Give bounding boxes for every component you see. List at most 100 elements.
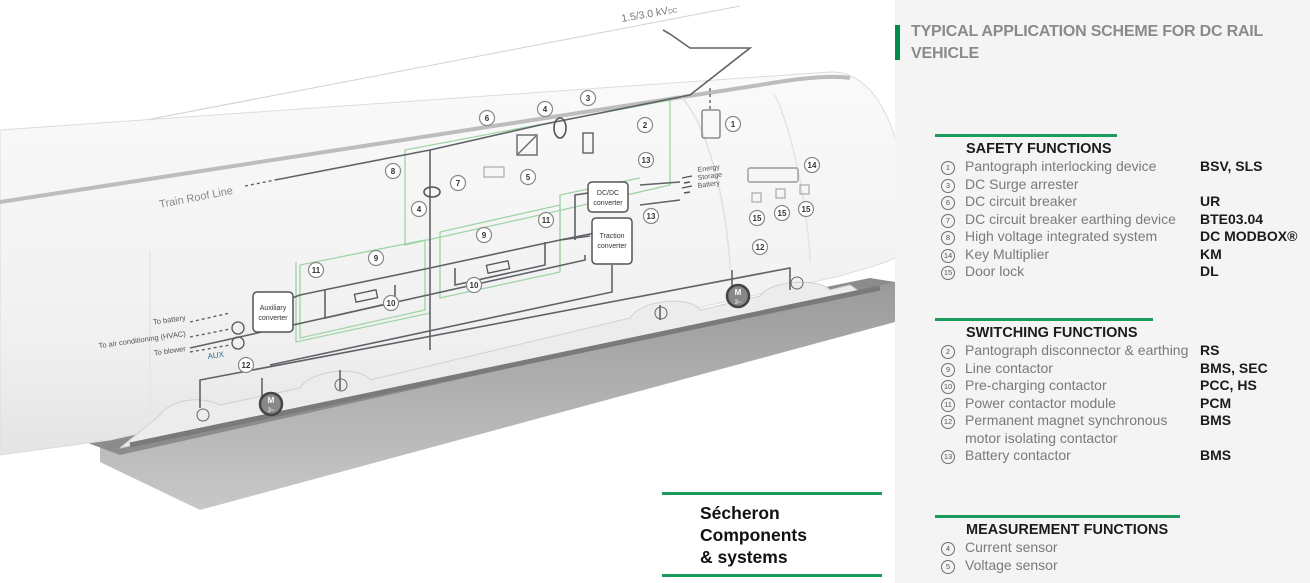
legend-panel: TYPICAL APPLICATION SCHEME FOR DC RAIL V… — [895, 0, 1310, 583]
brand-rule-bottom — [662, 574, 882, 577]
svg-text:3: 3 — [586, 94, 591, 103]
legend-label: DC circuit breaker earthing device — [965, 210, 1176, 227]
product-code: BMS, SEC — [1200, 359, 1268, 376]
callout-10: 10 — [465, 276, 483, 294]
surge-arrester-icon — [582, 132, 594, 154]
svg-text:3~: 3~ — [268, 408, 275, 414]
svg-text:12: 12 — [242, 361, 251, 370]
callout-12: 12 — [237, 356, 255, 374]
callout-7: 7 — [449, 174, 467, 192]
svg-text:M: M — [268, 396, 275, 405]
callout-10: 10 — [382, 294, 400, 312]
svg-text:14: 14 — [808, 161, 817, 170]
voltage-sensor-icon — [516, 134, 538, 156]
legend-label: Power contactor module — [965, 394, 1116, 411]
resistor-icon — [353, 289, 379, 303]
brand-rule-top — [662, 492, 882, 495]
svg-text:11: 11 — [542, 216, 551, 225]
callout-number-icon: 10 — [941, 380, 955, 394]
svg-text:converter: converter — [593, 200, 623, 207]
earthing-brush-icon — [790, 276, 804, 290]
callout-3: 3 — [579, 89, 597, 107]
current-sensor-icon-2 — [423, 186, 441, 198]
svg-text:Storage: Storage — [697, 172, 722, 182]
page-title: TYPICAL APPLICATION SCHEME FOR DC RAIL V… — [911, 23, 1263, 62]
svg-text:converter: converter — [597, 243, 627, 250]
svg-text:10: 10 — [470, 281, 479, 290]
product-code: PCC, HS — [1200, 377, 1257, 393]
callout-2: 2 — [636, 116, 654, 134]
earthing-brush-icon — [334, 378, 348, 392]
earthing-brush-icon — [654, 306, 668, 320]
callout-number-icon: 12 — [941, 415, 955, 429]
callout-8: 8 — [384, 162, 402, 180]
svg-text:Energy: Energy — [697, 164, 720, 174]
legend-label: Pantograph disconnector & earthing — [965, 342, 1189, 358]
svg-text:5: 5 — [526, 173, 531, 182]
callout-number-icon: 11 — [941, 397, 955, 412]
svg-text:3~: 3~ — [735, 300, 742, 306]
product-code: BTE03.04 — [1200, 210, 1264, 227]
product-code: DL — [1200, 263, 1219, 279]
legend-label: Pantograph interlocking device — [965, 158, 1157, 174]
key-multiplier-icon — [747, 167, 799, 183]
svg-text:1: 1 — [731, 120, 736, 129]
svg-text:8: 8 — [391, 167, 396, 176]
callout-number-icon: 2 — [941, 345, 955, 359]
rail-vehicle-diagram: 1.5/3.0 kVDC — [0, 5, 895, 510]
auxiliary-converter: Auxiliary converter — [252, 291, 294, 333]
legend-label: Key Multiplier — [965, 245, 1050, 262]
callout-11: 11 — [537, 211, 555, 229]
svg-text:15: 15 — [802, 205, 811, 214]
legend-label: High voltage integrated system — [965, 228, 1158, 244]
product-code: RS — [1200, 342, 1220, 358]
dashed-wiring — [189, 88, 711, 353]
svg-text:converter: converter — [258, 315, 288, 322]
section-switching: SWITCHING FUNCTIONS 2 Pantograph disconne… — [935, 318, 1268, 465]
callout-1: 1 — [724, 115, 742, 133]
callout-number-icon: 3 — [941, 178, 955, 193]
door-lock-icon — [751, 192, 762, 203]
aux-label: AUX — [207, 350, 225, 361]
svg-text:12: 12 — [756, 243, 765, 252]
title-accent-bar — [895, 25, 900, 60]
motor-icon: M 3~ — [258, 391, 284, 417]
section-heading: SWITCHING FUNCTIONS — [966, 325, 1138, 341]
legend-label: Voltage sensor — [965, 556, 1058, 573]
svg-text:13: 13 — [647, 212, 656, 221]
platform — [100, 282, 895, 510]
callout-15: 15 — [797, 200, 815, 218]
callout-13: 13 — [642, 207, 660, 225]
energy-storage-label: Energy Storage Battery — [697, 164, 722, 190]
transformer-icon — [231, 321, 245, 335]
resistor-icon — [485, 260, 511, 274]
product-code: UR — [1200, 193, 1221, 209]
svg-text:Battery: Battery — [697, 180, 720, 190]
earthing-keys-icon — [483, 166, 505, 178]
product-code: BSV, SLS — [1200, 158, 1263, 174]
energy-storage-battery-icon — [681, 175, 693, 194]
brand-name: Sécheron Components & systems — [700, 503, 807, 567]
svg-text:9: 9 — [482, 231, 487, 240]
callout-number-icon: 4 — [941, 542, 955, 556]
svg-text:10: 10 — [387, 299, 396, 308]
section-rule — [935, 134, 1117, 137]
product-code: DC MODBOX® — [1200, 228, 1298, 244]
callout-6: 6 — [478, 109, 496, 127]
svg-text:Auxiliary: Auxiliary — [260, 305, 287, 312]
rail — [129, 285, 881, 448]
legend-label: Battery contactor — [965, 447, 1071, 463]
callout-14: 14 — [803, 156, 821, 174]
svg-text:Traction: Traction — [599, 233, 624, 240]
svg-text:M: M — [735, 288, 742, 297]
